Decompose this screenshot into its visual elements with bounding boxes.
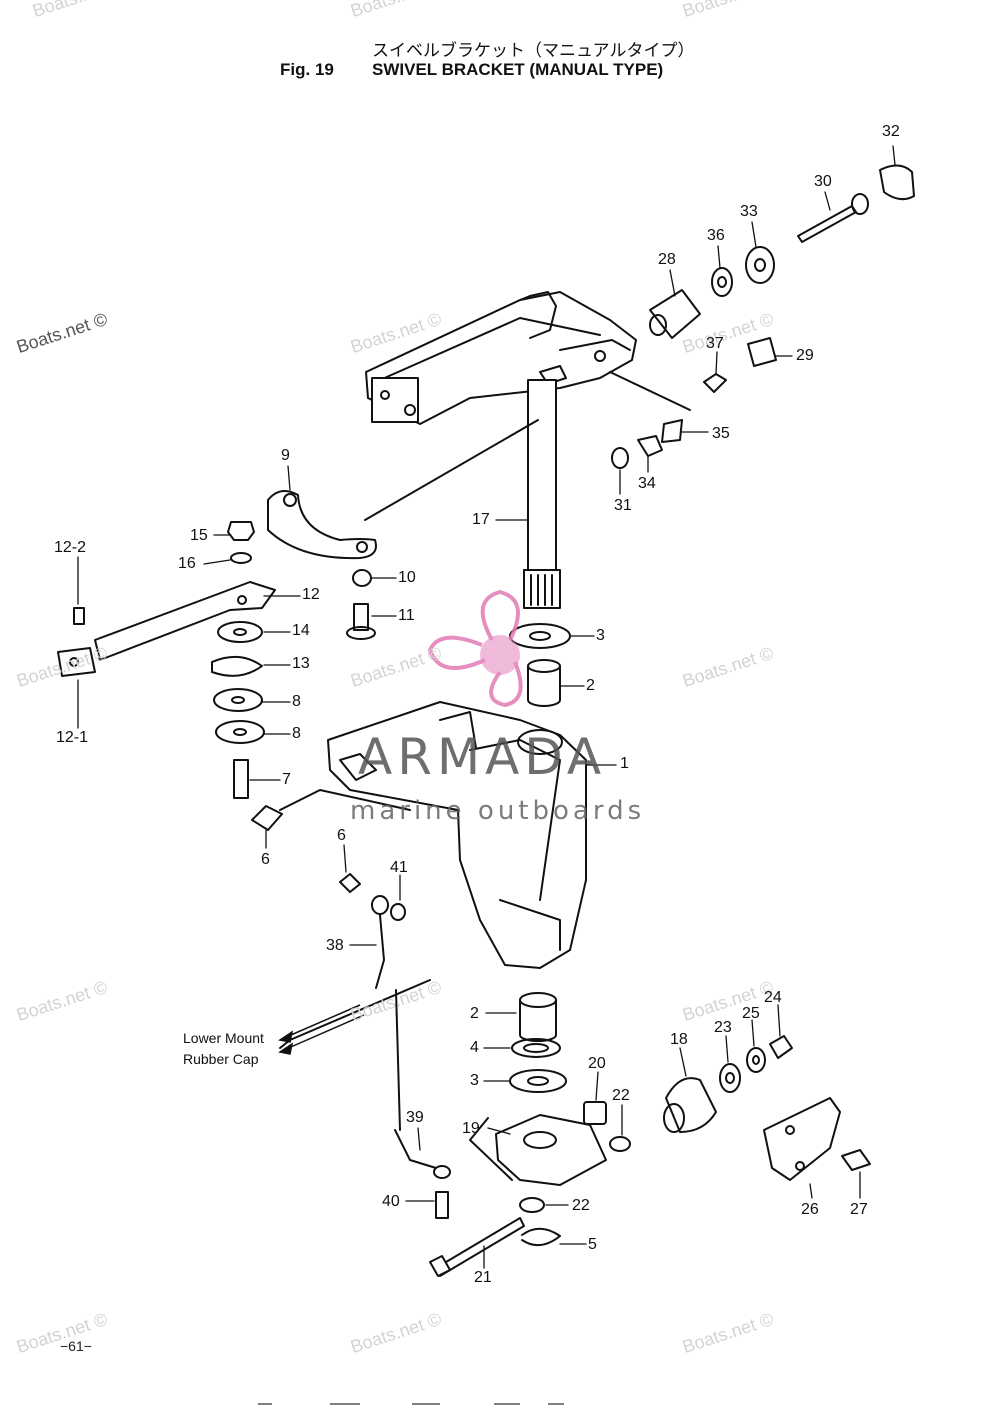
left-hardware-stack <box>211 521 411 831</box>
logo-propeller-mark <box>427 589 523 708</box>
steering-arm <box>57 581 276 677</box>
callout-label: 20 <box>588 1055 606 1072</box>
leader-lines <box>77 145 896 1269</box>
lower-right-hardware <box>663 1035 871 1181</box>
callout-label: 5 <box>588 1236 597 1253</box>
callout-label: 2 <box>470 1005 479 1022</box>
callout-label: 26 <box>801 1201 819 1218</box>
callout-label: 38 <box>326 937 344 954</box>
callout-label: 11 <box>398 607 415 624</box>
callout-label: 12-1 <box>56 729 89 746</box>
callout-label: 22 <box>572 1197 590 1214</box>
title-english: SWIVEL BRACKET (MANUAL TYPE) <box>372 60 664 79</box>
callout-label: 6 <box>261 851 270 868</box>
title-japanese: スイベルブラケット（マニュアルタイプ） <box>372 41 695 61</box>
logo-tagline: marine outboards <box>350 796 646 826</box>
note-line: Rubber Cap <box>183 1051 259 1067</box>
callout-label: 30 <box>814 173 832 190</box>
callout-label: 2 <box>586 677 595 694</box>
callout-label: 22 <box>612 1087 630 1104</box>
logo-wordmark: ARMADA <box>358 728 607 786</box>
tilt-stopper-plate <box>267 419 539 560</box>
figure-number: Fig. 19 <box>280 60 334 79</box>
callout-label: 39 <box>406 1109 424 1126</box>
callout-label: 25 <box>742 1005 760 1022</box>
callout-label: 23 <box>714 1019 732 1036</box>
callout-label: 7 <box>282 771 291 788</box>
callout-label: 33 <box>740 203 758 220</box>
callout-label: 27 <box>850 1201 868 1218</box>
callout-label: 31 <box>614 497 632 514</box>
swivel-bracket-body <box>327 701 587 969</box>
callout-label: 40 <box>382 1193 400 1210</box>
callout-label: 19 <box>462 1120 480 1137</box>
callout-label: 28 <box>658 251 676 268</box>
callout-label: 29 <box>796 347 814 364</box>
steering-shaft <box>523 379 561 609</box>
steering-bracket <box>429 1101 631 1277</box>
callout-label: 14 <box>292 622 310 639</box>
callout-label: 4 <box>470 1039 479 1056</box>
callout-label: 9 <box>281 447 290 464</box>
callout-label: 34 <box>638 475 656 492</box>
callout-label: 16 <box>178 555 196 572</box>
callout-label: 1 <box>620 755 629 772</box>
callout-label: 18 <box>670 1031 688 1048</box>
callout-label: 41 <box>390 859 408 876</box>
note-arrows <box>278 1004 365 1055</box>
note-line: Lower Mount <box>183 1030 264 1046</box>
callout-label: 12 <box>302 586 320 603</box>
callout-label: 37 <box>706 335 724 352</box>
callout-label: 8 <box>292 693 301 710</box>
callout-label: 12-2 <box>54 539 87 556</box>
callout-label: 8 <box>292 725 301 742</box>
page-number: −61− <box>60 1338 92 1354</box>
callout-label: 35 <box>712 425 730 442</box>
callout-label: 36 <box>707 227 725 244</box>
callout-label: 21 <box>474 1269 492 1286</box>
callout-label: 17 <box>472 511 490 528</box>
callout-label: 3 <box>470 1072 479 1089</box>
callout-label: 10 <box>398 569 416 586</box>
callout-label: 15 <box>190 527 208 544</box>
callout-label: 13 <box>292 655 310 672</box>
callout-label: 24 <box>764 989 782 1006</box>
ground-leads <box>279 873 451 1219</box>
upper-right-hardware <box>609 164 915 469</box>
callout-label: 3 <box>596 627 605 644</box>
callout-label: 32 <box>882 123 900 140</box>
callout-label: 6 <box>337 827 346 844</box>
swivel-upper-arm <box>365 291 637 425</box>
